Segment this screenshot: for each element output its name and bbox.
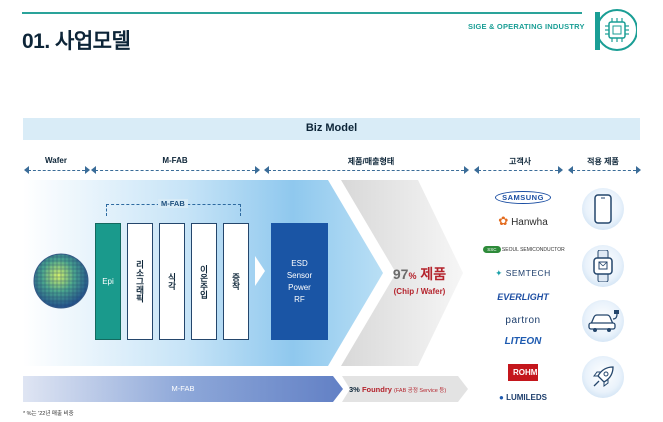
customer-rohm: ROHM — [478, 362, 568, 381]
customer-hanwha: ✿ Hanwha — [498, 214, 548, 228]
hanwha-logo-icon: ✿ — [498, 214, 509, 228]
biz-model-bar — [23, 118, 640, 140]
mfab-revenue-bar — [23, 376, 343, 402]
product-range-line — [268, 170, 464, 171]
customer-samsung: SAMSUNG — [478, 191, 568, 204]
range-arrow-right-icon — [558, 166, 563, 174]
product-rf: RF — [294, 294, 305, 304]
range-arrow-right-icon — [85, 166, 90, 174]
product-share-label: 제품 — [420, 266, 447, 282]
customer-liteon: LITEON — [504, 336, 542, 347]
foundry-revenue-bar — [342, 376, 468, 402]
range-arrow-left-icon — [568, 166, 573, 174]
column-header-wafer: Wafer — [45, 156, 67, 165]
column-header-product-sales: 제품/매출형태 — [347, 157, 395, 166]
customer-seoul-semiconductor: SSC SEOUL SEMICONDUCTOR — [476, 246, 572, 253]
application-range-line — [572, 170, 636, 171]
customer-semtech: ✦ SEMTECH — [495, 268, 551, 278]
mfab-revenue-label: M-FAB — [171, 384, 195, 393]
range-arrow-left-icon — [264, 166, 269, 174]
rocket-icon — [593, 366, 614, 387]
column-header-applications: 적용 제품 — [587, 157, 619, 166]
epi-step: Epi — [95, 223, 121, 340]
silicon-wafer-icon — [33, 253, 89, 309]
application-smartphone — [582, 188, 624, 230]
range-arrow-left-icon — [91, 166, 96, 174]
page-title: 01. 사업모델 — [22, 30, 131, 53]
foundry-label: Foundry — [361, 385, 392, 394]
customer-everlight: EVERLIGHT — [497, 292, 549, 302]
process-step-etching: 식각 — [159, 223, 185, 340]
wafer-range-line — [28, 170, 85, 171]
10th-anniversary-chip-logo-icon — [595, 9, 637, 51]
product-sensor: Sensor — [286, 270, 313, 280]
semtech-logo-icon: ✦ — [495, 268, 503, 278]
mfab-range-line — [95, 170, 255, 171]
smartwatch-icon — [593, 250, 613, 282]
footnote: * %는 '22년 매출 비중 — [23, 411, 74, 417]
product-esd: ESD — [291, 258, 308, 268]
column-header-customers: 고객사 — [508, 157, 532, 166]
lumileds-logo-icon: ● — [499, 393, 504, 402]
application-rocket — [582, 356, 624, 398]
foundry-share: 3% Foundry (FAB 공정 Service 등) — [349, 385, 446, 394]
page-tagline: SIGE & OPERATING INDUSTRY — [468, 22, 585, 31]
process-step-deposition: 증착 — [223, 223, 249, 340]
customer-lumileds: ● LUMILEDS — [499, 393, 547, 402]
biz-model-title: Biz Model — [305, 122, 358, 134]
range-arrow-left-icon — [474, 166, 479, 174]
range-arrow-right-icon — [636, 166, 641, 174]
product-types-box: ESD Sensor Power RF — [271, 223, 328, 340]
product-share-value: 97 — [392, 266, 409, 282]
smartphone-icon — [594, 194, 612, 224]
column-header-mfab: M-FAB — [162, 156, 188, 165]
chevron-right-icon — [255, 256, 265, 286]
product-share-detail: (Chip / Wafer) — [393, 287, 446, 296]
mfab-process-label: M-FAB — [158, 199, 188, 208]
process-step-lithography: 리소그래픽 — [127, 223, 153, 340]
customer-range-line — [478, 170, 558, 171]
product-share-unit: % — [408, 271, 417, 281]
electric-car-icon — [588, 310, 619, 332]
customer-partron: partron — [505, 315, 541, 326]
product-power: Power — [288, 282, 311, 292]
range-arrow-right-icon — [464, 166, 469, 174]
application-smartwatch — [582, 245, 624, 287]
range-arrow-right-icon — [255, 166, 260, 174]
header-rule — [22, 12, 582, 14]
foundry-share-value: 3 — [349, 385, 354, 394]
product-share: 97% 제품 — [372, 264, 467, 284]
seoul-logo-icon: SSC — [483, 246, 501, 253]
process-step-ion-implant: 이온주입 — [191, 223, 217, 340]
range-arrow-left-icon — [24, 166, 29, 174]
foundry-detail: (FAB 공정 Service 등) — [394, 388, 447, 394]
foundry-share-unit: % — [353, 385, 360, 394]
application-electric-car — [582, 300, 624, 342]
